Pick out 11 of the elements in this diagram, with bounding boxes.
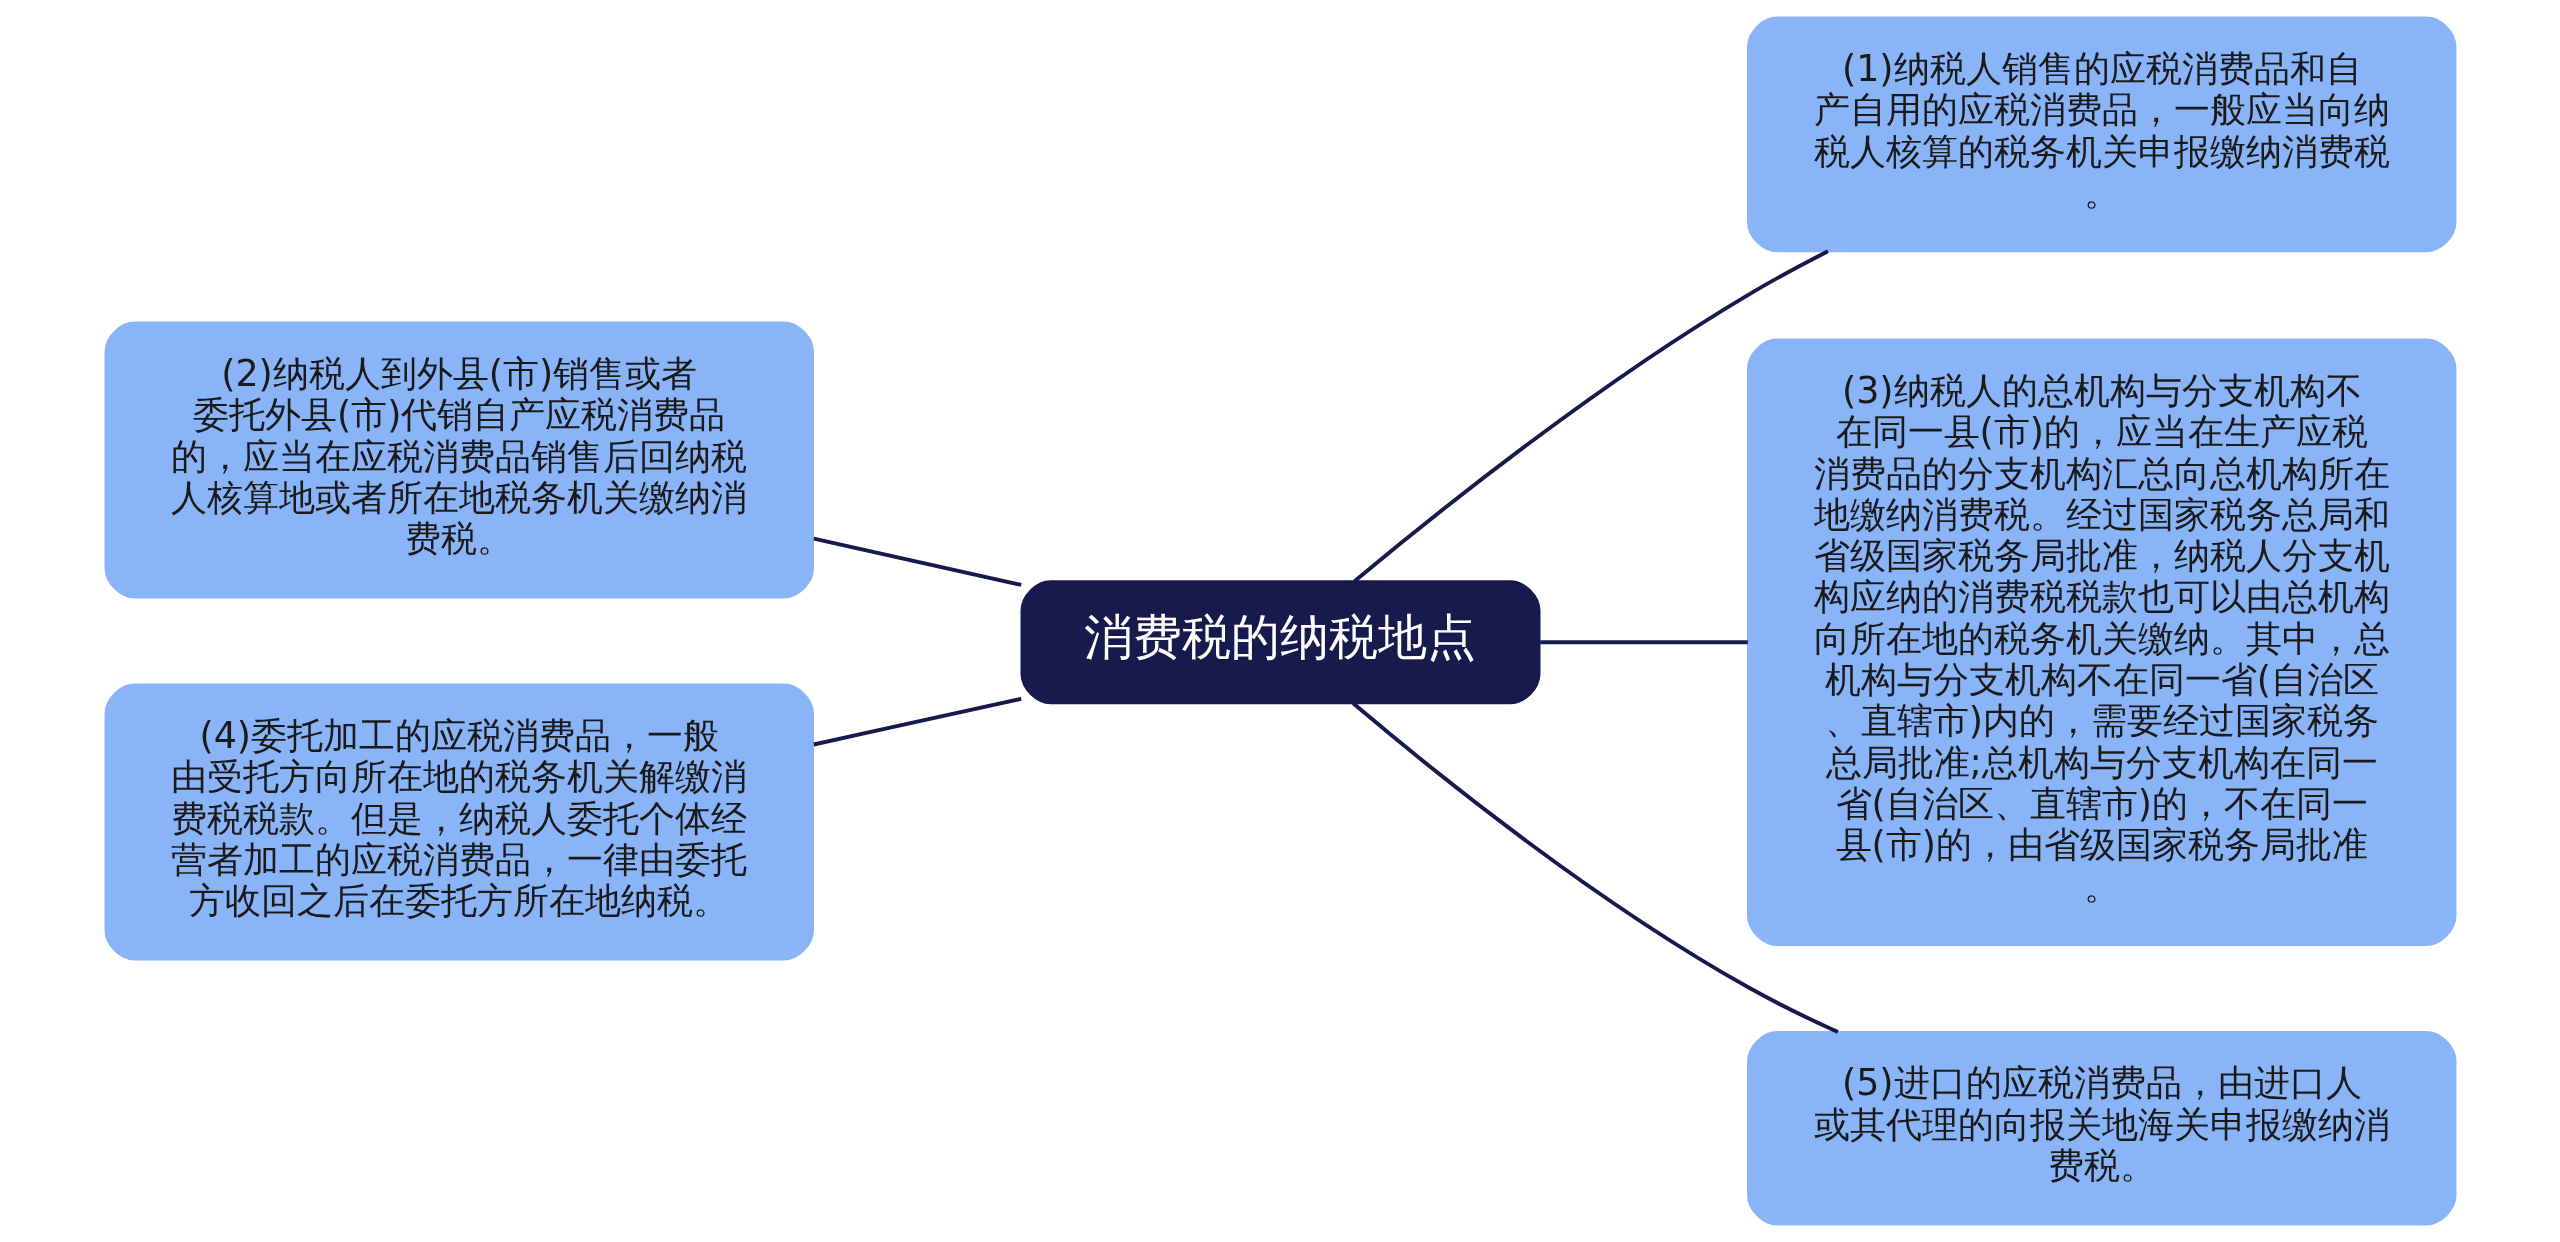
connector (1352, 249, 1829, 583)
node-box: (4)委托加工的应税消费品，一般由受托方向所在地的税务机关解缴消费税税款。但是，纳税人委托个体经营者加工的应税消费品，一律由委托方收回之后在委托方所在地纳税。 (104, 683, 814, 961)
node-box: (1)纳税人销售的应税消费品和自产自用的应税消费品，一般应当向纳税人核算的税务机关申报缴纳消费税。 (1746, 16, 2456, 253)
connector (812, 536, 1022, 587)
connector (1539, 640, 1748, 645)
node-box: 消费税的纳税地点 (1020, 580, 1540, 705)
connector (812, 696, 1022, 747)
node-box: (3)纳税人的总机构与分支机构不在同一县(市)的，应当在生产应税消费品的分支机构汇总向总机构所在地缴纳消费税。经过国家税务总局和省级国家税务局批准，纳税人分支机构应纳的消费税税款也可以由总机构向所在地的税务机关缴纳。其中，总机构与分支机构不在同一省(自治区、直辖市)内的，需要经过国家税务总局批准;总机构与分支机构在同一省(自治区、直辖市)的，不在同一县(市)的，由省级国家税务局批准。 (1746, 338, 2456, 946)
connector (1351, 701, 1839, 1034)
node-box: (5)进口的应税消费品，由进口人或其代理的向报关地海关申报缴纳消费税。 (1746, 1031, 2456, 1226)
node-box: (2)纳税人到外县(市)销售或者委托外县(市)代销自产应税消费品的，应当在应税消费品销售后回纳税人核算地或者所在地税务机关缴纳消费税。 (104, 321, 814, 599)
